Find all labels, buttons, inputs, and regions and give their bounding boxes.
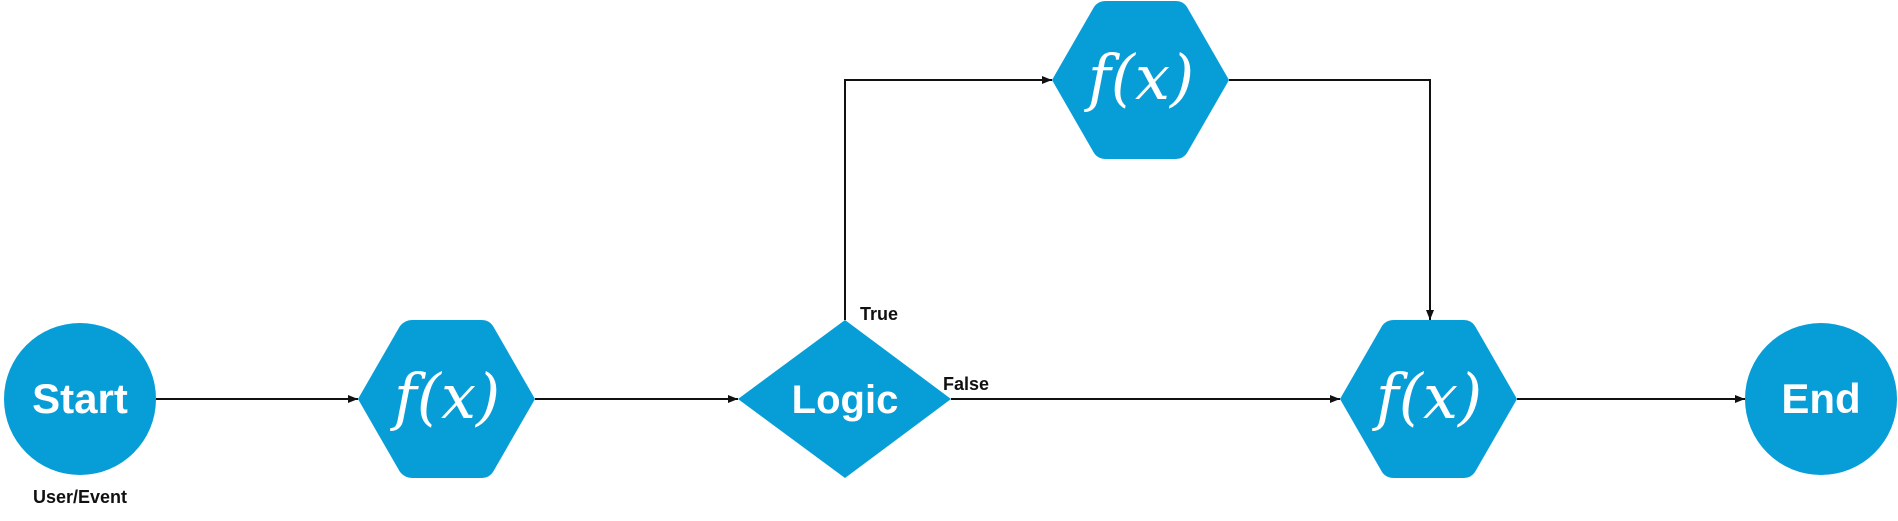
start-caption: User/Event bbox=[33, 487, 127, 507]
end-circle bbox=[1745, 323, 1897, 475]
function-hexagon-1 bbox=[358, 320, 535, 478]
function-label-merge: f(x) bbox=[1372, 360, 1482, 433]
logic-diamond bbox=[738, 320, 951, 478]
edge-label-false: False bbox=[943, 374, 989, 394]
start-label: Start bbox=[32, 375, 128, 422]
start-circle bbox=[4, 323, 156, 475]
edge-function-top-to-function-merge bbox=[1229, 79, 1434, 320]
end-label: End bbox=[1781, 375, 1860, 422]
end-node: End bbox=[1745, 323, 1897, 475]
edge-label-true: True bbox=[860, 304, 898, 324]
function-node-1: f(x) bbox=[358, 320, 535, 478]
function-label-true: f(x) bbox=[1084, 41, 1194, 114]
logic-label: Logic bbox=[792, 378, 899, 422]
function-hexagon-merge bbox=[1340, 320, 1517, 478]
logic-node: Logic bbox=[738, 320, 951, 478]
start-node: Start bbox=[4, 323, 156, 475]
function-label-1: f(x) bbox=[390, 360, 500, 433]
function-node-true: f(x) bbox=[1052, 1, 1229, 159]
edges bbox=[156, 76, 1745, 403]
function-hexagon-true bbox=[1052, 1, 1229, 159]
edge-logic-true-to-function-top bbox=[844, 76, 1052, 320]
function-node-merge: f(x) bbox=[1340, 320, 1517, 478]
